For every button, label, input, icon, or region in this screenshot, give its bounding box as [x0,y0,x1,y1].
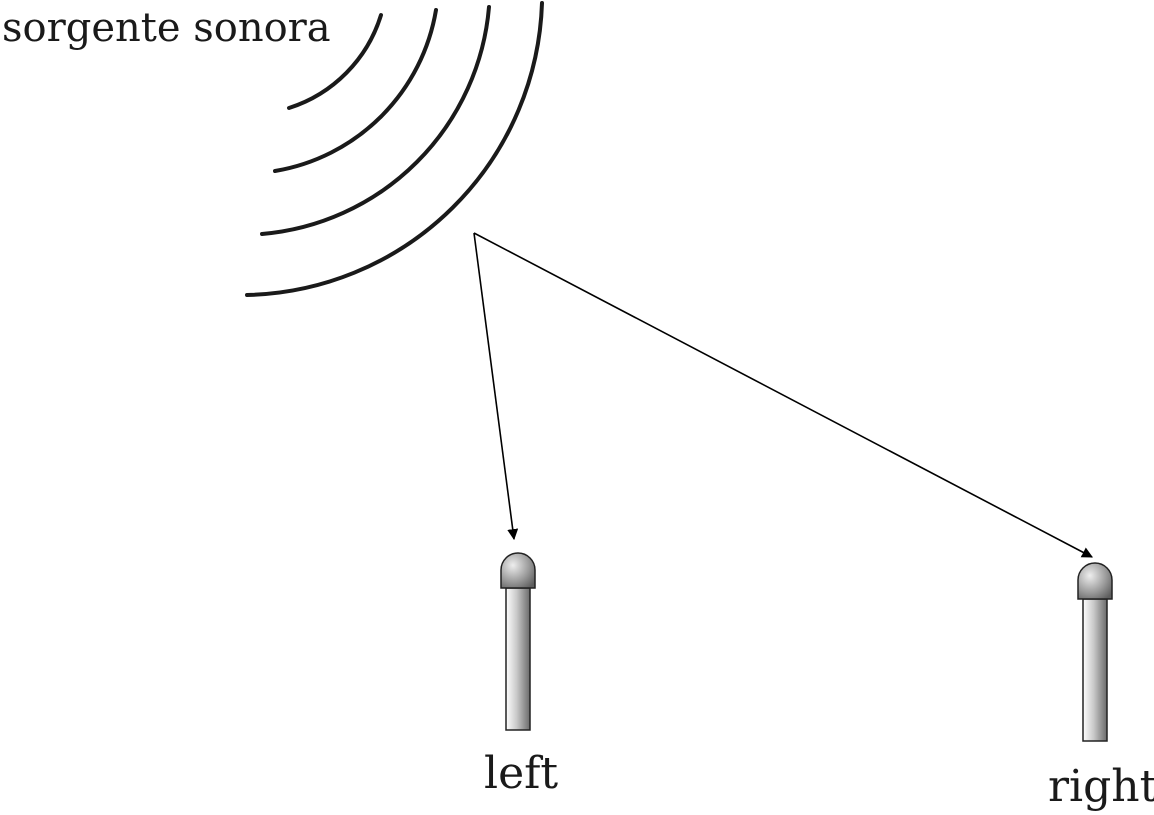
right-microphone-icon [1077,562,1113,742]
path-to-left-arrow [473,232,519,541]
sound-waves [245,1,544,297]
sound-wave-arc-4 [245,1,544,297]
path-to-right-arrow [473,232,1093,558]
left-microphone-icon [500,552,536,731]
left-microphone-label: left [484,748,559,799]
sound-wave-arc-1 [287,13,383,110]
right-microphone-label: right [1048,761,1154,812]
sound-wave-arc-2 [273,8,438,173]
sound-wave-arc-3 [260,5,491,236]
left-microphone-head [500,552,536,589]
left-microphone-stem [505,587,531,731]
sound-paths [473,232,1093,558]
right-microphone-stem [1082,598,1108,742]
sound-source-label: sorgente sonora [2,5,331,51]
right-microphone-head [1077,562,1113,600]
